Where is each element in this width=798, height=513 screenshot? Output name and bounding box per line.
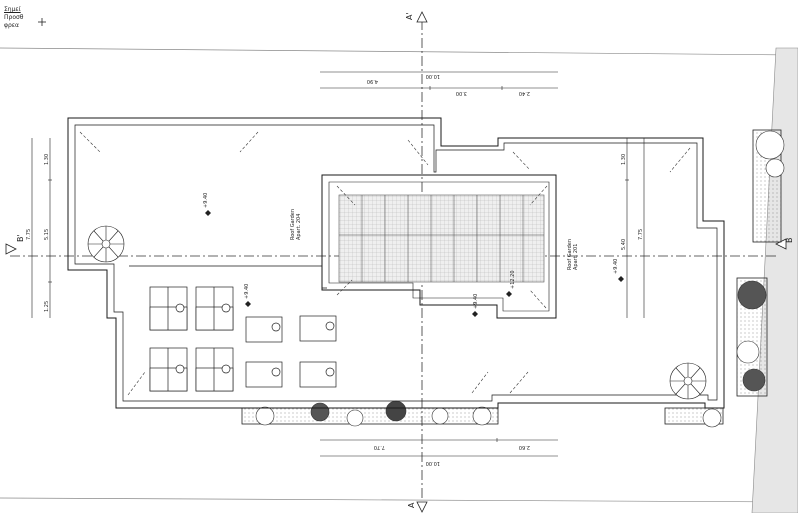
dim-left-a: 1.30	[44, 154, 50, 165]
dim-right-total: 7.75	[638, 229, 644, 240]
level-label-2: +9.40	[244, 284, 250, 299]
dim-bottom-a: 7.70	[374, 444, 385, 450]
level-label-3: +9.40	[473, 294, 479, 309]
dim-top-a: 4.90	[367, 78, 378, 84]
room-label-left-line-1: Roof Garden	[290, 209, 296, 240]
level-label-4: +12.20	[510, 270, 516, 289]
property-boundary	[0, 47, 798, 503]
section-label-a-top: A'	[405, 12, 414, 20]
raised-roof-block	[321, 174, 557, 319]
room-label-right-line-2: Apart. 201	[573, 244, 579, 270]
dim-top-c: 2.40	[519, 90, 530, 96]
spiral-stair-left	[87, 225, 125, 263]
level-markers: +9.40 +9.40 +9.40 +12.20 +9.40	[203, 193, 624, 317]
shrubs	[255, 130, 785, 428]
dim-top-total: 10.00	[426, 73, 440, 79]
dim-right-b: 5.40	[621, 239, 627, 250]
room-label-left: Roof Garden Apart. 204	[290, 209, 302, 240]
level-marker-5: +9.40	[613, 259, 624, 282]
dim-left-b: 5.15	[44, 229, 50, 240]
level-marker-3: +9.40	[472, 294, 479, 317]
section-label-b-left: B'	[16, 234, 25, 242]
room-label-left-line-2: Apart. 204	[296, 214, 302, 240]
room-label-right: Roof Garden Apart. 201	[567, 239, 579, 270]
dimensions-top: 10.00 4.90 3.00 2.40	[320, 71, 558, 96]
room-label-right-line-1: Roof Garden	[567, 239, 573, 270]
legend-symbol	[38, 18, 46, 26]
section-marker-a-top: A'	[405, 11, 428, 23]
dim-left-c: 1.25	[44, 301, 50, 312]
section-marker-b-left: B'	[5, 234, 25, 255]
dim-bottom-b: 2.60	[519, 444, 530, 450]
spiral-stair-right	[669, 362, 707, 400]
dim-top-b: 3.00	[456, 90, 467, 96]
legend-line-1: Σημεί	[4, 6, 21, 13]
level-marker-2: +9.40	[244, 284, 251, 307]
dim-right-a: 1.30	[621, 154, 627, 165]
dim-left-total: 7.75	[26, 229, 32, 240]
dimensions-left: 7.75 1.30 5.15 1.25	[26, 138, 52, 318]
slope-marks	[79, 131, 691, 396]
legend-line-3: φρεα	[4, 22, 19, 29]
section-label-b-right: B	[785, 238, 794, 244]
legend-line-2: Προσθ	[4, 14, 24, 21]
level-marker-1: +9.40	[203, 193, 211, 216]
legend: Σημεί Προσθ φρεα	[4, 6, 23, 30]
dimensions-bottom: 7.70 2.60 10.00	[320, 438, 558, 466]
section-label-a-bottom: A	[407, 502, 416, 508]
level-label-5: +9.40	[613, 259, 619, 274]
dim-bottom-total: 10.00	[426, 460, 440, 466]
dimensions-right: 1.30 5.40 7.75	[621, 138, 645, 318]
level-label-1: +9.40	[203, 193, 209, 208]
level-marker-4: +12.20	[506, 270, 516, 297]
section-marker-a-bottom: A	[407, 501, 428, 513]
lounge-furniture	[149, 286, 337, 392]
